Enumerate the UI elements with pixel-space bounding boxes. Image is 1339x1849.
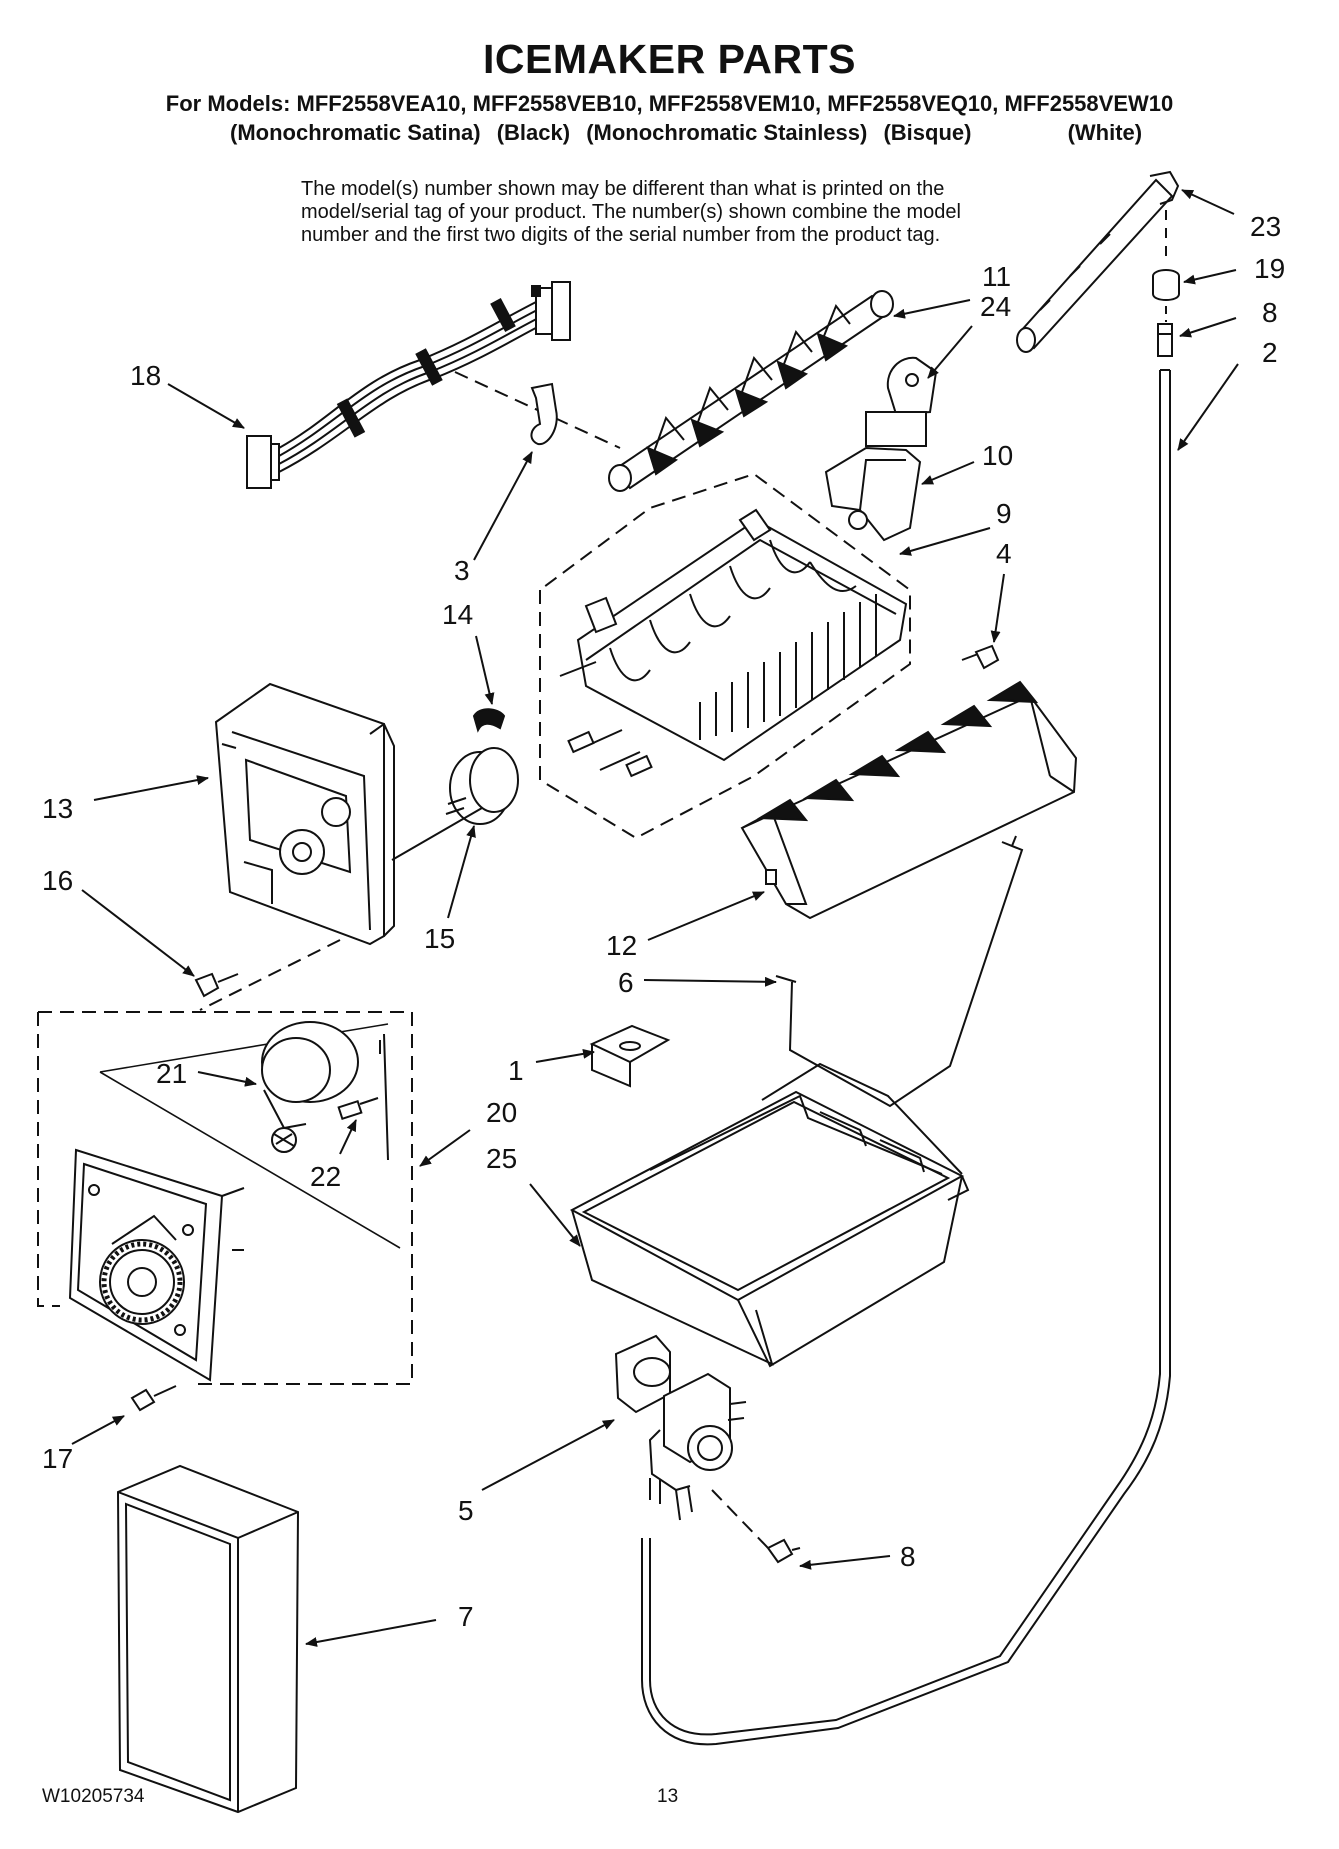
fill-tube-arm-part [1016,170,1180,353]
model-colors: (Monochromatic Satina) (Black) (Monochro… [230,120,1152,146]
callout-19: 19 [1254,253,1285,284]
notice-line: The model(s) number shown may be differe… [301,178,945,200]
cover-seal-part [116,1464,300,1814]
motor-part [261,1021,389,1161]
notice-line: number and the first two digits of the s… [301,224,941,246]
callout-15: 15 [424,923,455,954]
callout-13: 13 [42,793,73,824]
ejector-assembly-part [608,290,894,492]
callout-18: 18 [130,360,161,391]
grommet-part [1152,269,1180,301]
module-screw-part [130,1385,177,1412]
fill-cup-part [824,356,938,542]
housing-screw-part [194,972,239,998]
color-label: (Black) [496,120,571,145]
color-label: (Bisque) [883,120,972,145]
thermostat-part [445,747,519,825]
fill-tube-part [641,369,1171,1746]
callout-21: 21 [156,1058,187,1089]
shutoff-arm-part [775,835,1024,1108]
callout-7: 7 [458,1601,474,1632]
callout-2: 2 [1262,337,1278,368]
callout-numbers: 18 3 11 24 10 9 4 14 13 15 16 12 6 1 21 … [42,211,1285,1632]
mold-screw-part [961,644,1000,670]
ice-bin-part [569,1062,970,1368]
callout-10: 10 [982,440,1013,471]
callout-25: 25 [486,1143,517,1174]
callout-arrows [71,189,1239,1647]
callout-12: 12 [606,930,637,961]
callout-11: 11 [982,261,1011,292]
callout-8-upper: 8 [1262,297,1278,328]
wire-clip-part [530,382,558,446]
document-number: W10205734 [42,1786,145,1807]
model-notice: The model(s) number shown may be differe… [301,178,1101,247]
model-list: For Models: MFF2558VEA10, MFF2558VEB10, … [165,91,1174,116]
callout-4: 4 [996,538,1012,569]
callout-3: 3 [454,555,470,586]
motor-screw-part [337,1097,379,1121]
ice-mold-part [539,472,911,840]
color-label: (Monochromatic Satina) [230,120,481,145]
callout-14: 14 [442,599,473,630]
callout-20: 20 [486,1097,517,1128]
ice-stripper-part [740,680,1078,920]
color-label: (Monochromatic Stainless) [586,120,868,145]
callout-6: 6 [618,967,634,998]
notice-line: model/serial tag of your product. The nu… [301,201,961,223]
tube-insert-part [1157,323,1173,357]
bracket-plate-part [589,1024,671,1088]
callout-17: 17 [42,1443,73,1474]
valve-screw-part [766,1538,801,1564]
control-module-part [68,1148,245,1382]
callout-9: 9 [996,498,1012,529]
callout-1: 1 [508,1055,524,1086]
callout-24: 24 [980,291,1011,322]
page-title: ICEMAKER PARTS [483,36,856,82]
thermostat-clip-part [472,708,506,733]
callout-16: 16 [42,865,73,896]
callout-8-lower: 8 [900,1541,916,1572]
wire-harness-part [246,281,571,489]
water-valve-part [614,1334,771,1551]
page-number: 13 [657,1786,679,1807]
callout-22: 22 [310,1161,341,1192]
control-housing-part [214,682,483,946]
color-label: (White) [1067,120,1143,145]
callout-23: 23 [1250,211,1281,242]
callout-5: 5 [458,1495,474,1526]
